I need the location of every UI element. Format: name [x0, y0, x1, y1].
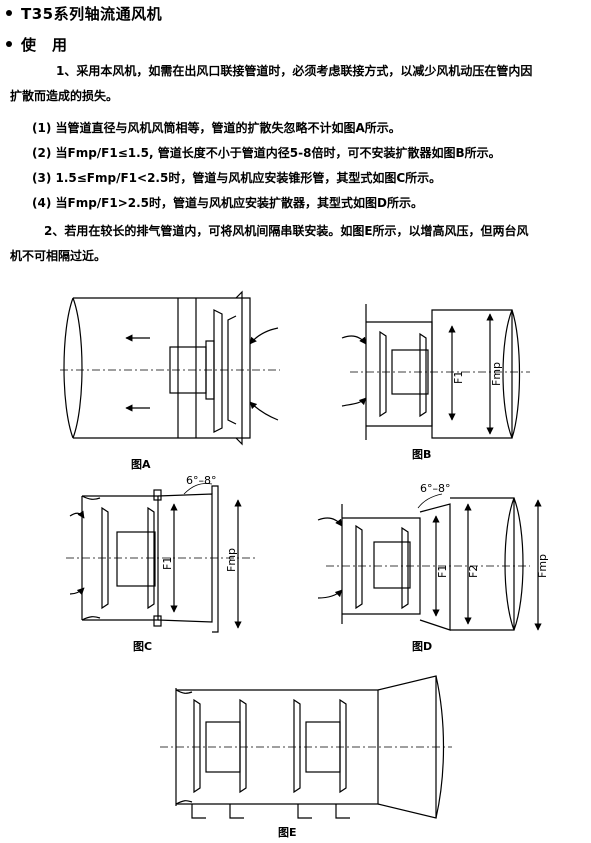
fmp-label-d: Fmp [536, 554, 549, 578]
angle-label-c: 6°–8° [186, 474, 217, 487]
fmp-label-b: Fmp [490, 362, 503, 386]
paragraph-1-line-1: 1、采用本风机，如需在出风口联接管道时，必须考虑联接方式，以减少风机动压在管内因 [56, 64, 533, 78]
list-item-1: (1) 当管道直径与风机风筒相等，管道的扩散失忽略不计如图A所示。 [32, 121, 401, 135]
f2-label-d: F2 [467, 565, 480, 578]
section-title: T35系列轴流通风机 [6, 3, 162, 24]
f1-label-b: F1 [452, 371, 465, 384]
f1-label-d: F1 [436, 565, 449, 578]
figure-c [66, 483, 258, 633]
paragraph-2-line-2: 机不可相隔过近。 [10, 249, 107, 263]
paragraph-1-line-2: 扩散而造成的损失。 [10, 89, 119, 103]
fmp-label-c: Fmp [225, 548, 238, 572]
list-item-2: (2) 当Fmp/F1≤1.5, 管道长度不小于管道内径5-8倍时，可不安装扩散… [32, 146, 501, 160]
list-item-4: (4) 当Fmp/F1>2.5时，管道与风机应安装扩散器，其型式如图D所示。 [32, 196, 423, 210]
f1-label-c: F1 [161, 557, 174, 570]
paragraph-2-line-1: 2、若用在较长的排气管道内，可将风机间隔串联安装。如图E所示，以增高风压，但两台… [44, 224, 529, 238]
figure-b [341, 304, 530, 440]
figure-e [160, 675, 452, 819]
figure-a-caption: 图A [131, 458, 151, 471]
figure-d [317, 493, 542, 631]
bullet-icon [6, 40, 12, 47]
figure-a [60, 290, 280, 446]
figure-b-caption: 图B [412, 448, 431, 461]
list-item-3: (3) 1.5≤Fmp/F1<2.5时，管道与风机应安装锥形管，其型式如图C所示… [32, 171, 442, 185]
angle-label-d: 6°–8° [420, 482, 451, 495]
figure-d-caption: 图D [412, 640, 432, 653]
bullet-icon [6, 9, 12, 16]
figure-c-caption: 图C [133, 640, 152, 653]
figure-e-caption: 图E [278, 826, 297, 839]
usage-heading: 使 用 [6, 34, 68, 55]
